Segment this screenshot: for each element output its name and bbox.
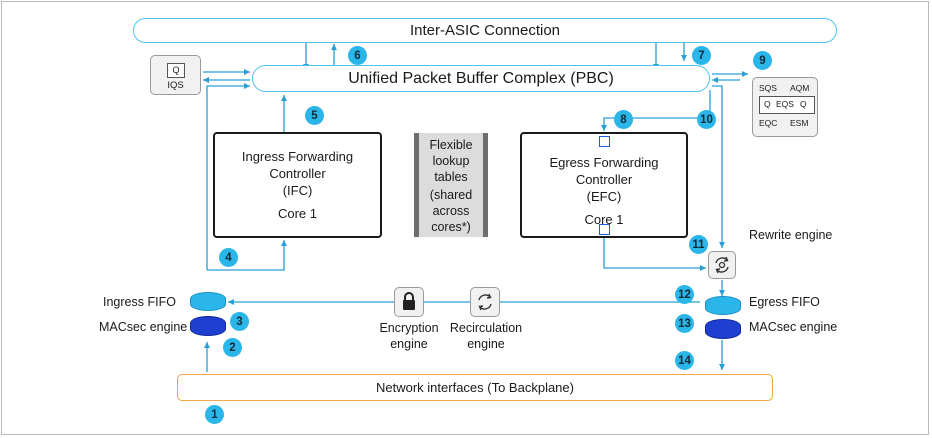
step-badge-13: 13 <box>675 314 694 333</box>
efc-line2: Controller <box>575 172 633 187</box>
step-badge-3: 3 <box>230 312 249 331</box>
step-badge-10: 10 <box>697 110 716 129</box>
ifc-core: Core 1 <box>277 206 318 221</box>
lock-icon <box>403 292 415 310</box>
flex-line5: across <box>432 204 470 218</box>
aqm-label: AQM <box>790 83 810 93</box>
step-badge-14: 14 <box>675 351 694 370</box>
eqs-label: EQS <box>776 99 794 109</box>
eqs-q-right: Q <box>800 99 807 109</box>
iqs-icon: Q IQS <box>150 55 201 95</box>
step-badge-8: 8 <box>614 110 633 129</box>
ifc-line2: Controller <box>269 166 326 181</box>
egress-forwarding-controller: Egress Forwarding Controller (EFC) Core … <box>520 132 688 238</box>
ifc-line3: (IFC) <box>282 183 313 198</box>
arrow-ingress-to-pbc <box>206 83 250 270</box>
step-badge-2: 2 <box>223 338 242 357</box>
flex-line3: tables <box>434 170 468 184</box>
queue-icon: Q <box>167 63 185 78</box>
arrow-pbc-to-efc <box>601 90 711 131</box>
rewrite-engine-icon <box>708 251 736 279</box>
step-badge-9: 9 <box>753 51 772 70</box>
macsec-right-icon <box>705 319 741 339</box>
rewrite-engine-label: Rewrite engine <box>749 228 833 242</box>
recirculation-label-l2: engine <box>467 337 505 351</box>
step-badge-5: 5 <box>305 106 324 125</box>
sqs-label: SQS <box>759 83 777 93</box>
eqs-panel-icon: SQS AQM Q EQS Q EQC ESM <box>752 77 818 137</box>
pbc-label: Unified Packet Buffer Complex (PBC) <box>348 69 614 87</box>
step-badge-6: 6 <box>348 46 367 65</box>
iqs-label: IQS <box>167 80 184 91</box>
step-badge-4: 4 <box>219 248 238 267</box>
eqs-q-left: Q <box>764 99 771 109</box>
gear-cycle-icon <box>715 256 729 274</box>
step-badge-7: 7 <box>692 46 711 65</box>
eqc-label: EQC <box>759 118 778 128</box>
efc-line3: (EFC) <box>586 189 622 204</box>
egress-fifo-icon <box>705 296 741 315</box>
step-badge-12: 12 <box>675 285 694 304</box>
macsec-left-label: MACsec engine <box>99 320 188 334</box>
step-badge-1: 1 <box>205 405 224 424</box>
recirculation-engine-icon <box>470 287 500 317</box>
esm-label: ESM <box>790 118 809 128</box>
ingress-fifo-label: Ingress FIFO <box>103 295 176 309</box>
arrow-pbc-to-rewrite <box>712 85 725 248</box>
efc-core: Core 1 <box>584 212 624 227</box>
inter-asic-connection: Inter-ASIC Connection <box>133 18 837 43</box>
flex-line1: Flexible <box>429 138 473 152</box>
flex-line6: cores*) <box>431 220 471 234</box>
recirculation-label-l1: Recirculation <box>449 321 523 335</box>
efc-port-top <box>599 136 610 147</box>
eqs-queue-group: Q EQS Q <box>759 96 815 114</box>
encryption-label-l1: Encryption <box>379 321 439 335</box>
recirculation-engine-label: Recirculation engine <box>440 320 532 352</box>
encryption-label-l2: engine <box>390 337 428 351</box>
arrow-fifo-to-ifc <box>207 240 287 271</box>
encryption-engine-icon <box>394 287 424 317</box>
flex-line4: (shared <box>429 188 473 202</box>
macsec-left-icon <box>190 316 226 336</box>
ifc-line1: Ingress Forwarding <box>241 149 354 164</box>
macsec-right-label: MACsec engine <box>749 320 838 334</box>
flexible-lookup-tables: Flexible lookup tables (shared across co… <box>414 133 488 237</box>
step-badge-11: 11 <box>689 235 708 254</box>
ingress-fifo-icon <box>190 292 226 311</box>
egress-fifo-label: Egress FIFO <box>749 295 820 309</box>
flex-line2: lookup <box>432 154 470 168</box>
network-label: Network interfaces (To Backplane) <box>376 380 574 395</box>
inter-asic-label: Inter-ASIC Connection <box>409 22 561 39</box>
efc-port-bottom <box>599 224 610 235</box>
network-interfaces: Network interfaces (To Backplane) <box>177 374 773 401</box>
packet-buffer-complex: Unified Packet Buffer Complex (PBC) <box>252 65 710 92</box>
encryption-engine-label: Encryption engine <box>369 320 449 352</box>
arrow-efc-to-rewrite <box>603 234 706 271</box>
efc-line1: Egress Forwarding <box>549 155 659 170</box>
recycle-icon <box>478 293 492 311</box>
ingress-forwarding-controller: Ingress Forwarding Controller (IFC) Core… <box>213 132 382 238</box>
